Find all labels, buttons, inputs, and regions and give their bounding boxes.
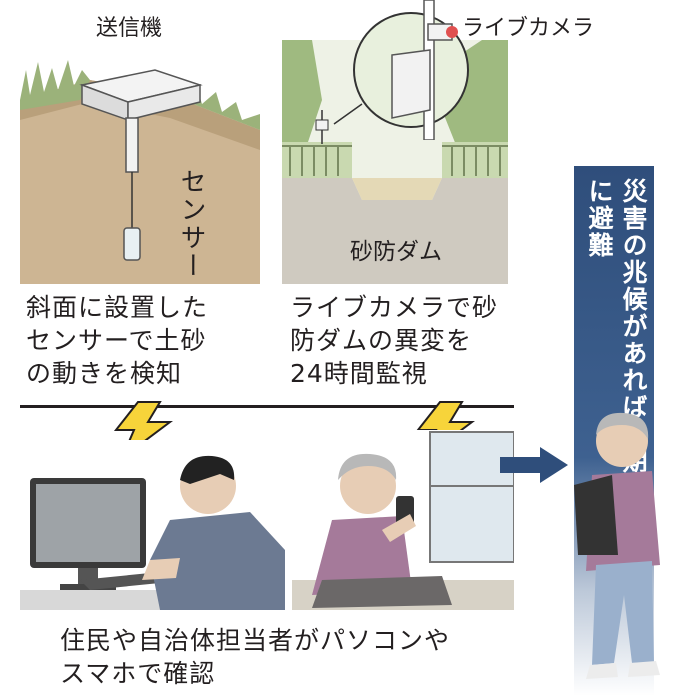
section-divider — [20, 405, 514, 408]
evacuating-person-illustration — [562, 405, 672, 695]
zoom-pointer-line — [333, 103, 363, 125]
sensor-slope-illustration — [20, 40, 260, 284]
pc-worker-illustration — [20, 440, 285, 610]
residents-caption: 住民や自治体担当者がパソコンや スマホで確認 — [60, 626, 451, 688]
sensor-label: センサー — [176, 168, 206, 280]
live-camera-label: ライブカメラ — [462, 16, 595, 41]
right-arrow-icon — [500, 447, 568, 483]
live-camera-zoom-bubble — [352, 0, 470, 141]
smartphone-user-illustration — [292, 430, 514, 610]
sensor-caption: 斜面に設置した センサーで土砂 の動きを検知 — [26, 293, 209, 388]
transmitter-label: 送信機 — [96, 16, 163, 41]
camera-caption: ライブカメラで砂 防ダムの異変を 24時間監視 — [290, 293, 499, 388]
sabo-dam-label: 砂防ダム — [350, 239, 442, 265]
